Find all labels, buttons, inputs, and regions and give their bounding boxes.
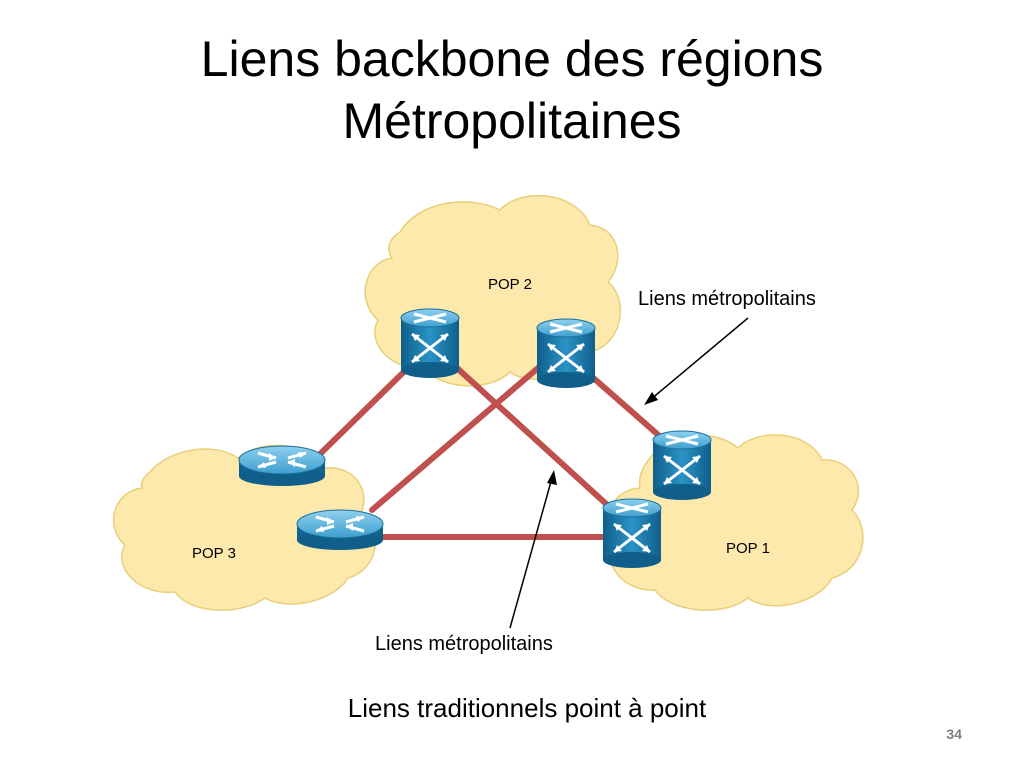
link-pop2-pop1-b bbox=[587, 372, 667, 443]
link-pop3-pop2 bbox=[317, 355, 421, 457]
switch-pop2-left bbox=[399, 307, 461, 380]
page-number: 34 bbox=[946, 726, 962, 742]
title-line-2: Métropolitaines bbox=[342, 93, 682, 149]
caption: Liens traditionnels point à point bbox=[347, 693, 707, 723]
annotation-arrow-bottom bbox=[509, 477, 553, 629]
switch-pop1-bottom bbox=[601, 497, 663, 570]
annotation-bottom: Liens métropolitains bbox=[375, 633, 553, 655]
slide-title: Liens backbone des régions Métropolitain… bbox=[0, 28, 1024, 152]
link-pop2-pop1 bbox=[443, 355, 629, 525]
label-pop2: POP 2 bbox=[488, 276, 532, 293]
label-pop3: POP 3 bbox=[192, 545, 236, 562]
switch-pop1-top bbox=[651, 429, 713, 502]
link-pop3-pop2-b bbox=[369, 359, 548, 513]
router-pop3-top bbox=[237, 444, 327, 488]
label-pop1: POP 1 bbox=[726, 540, 770, 557]
cloud-pop3 bbox=[112, 444, 376, 611]
arrowhead-top-right bbox=[644, 392, 658, 405]
arrowhead-bottom bbox=[547, 470, 557, 485]
annotation-arrow-top-right bbox=[649, 317, 749, 401]
router-pop3-bottom bbox=[295, 508, 385, 552]
switch-pop2-right bbox=[535, 317, 597, 390]
annotation-top-right: Liens métropolitains bbox=[638, 288, 816, 310]
title-line-1: Liens backbone des régions bbox=[200, 31, 824, 87]
